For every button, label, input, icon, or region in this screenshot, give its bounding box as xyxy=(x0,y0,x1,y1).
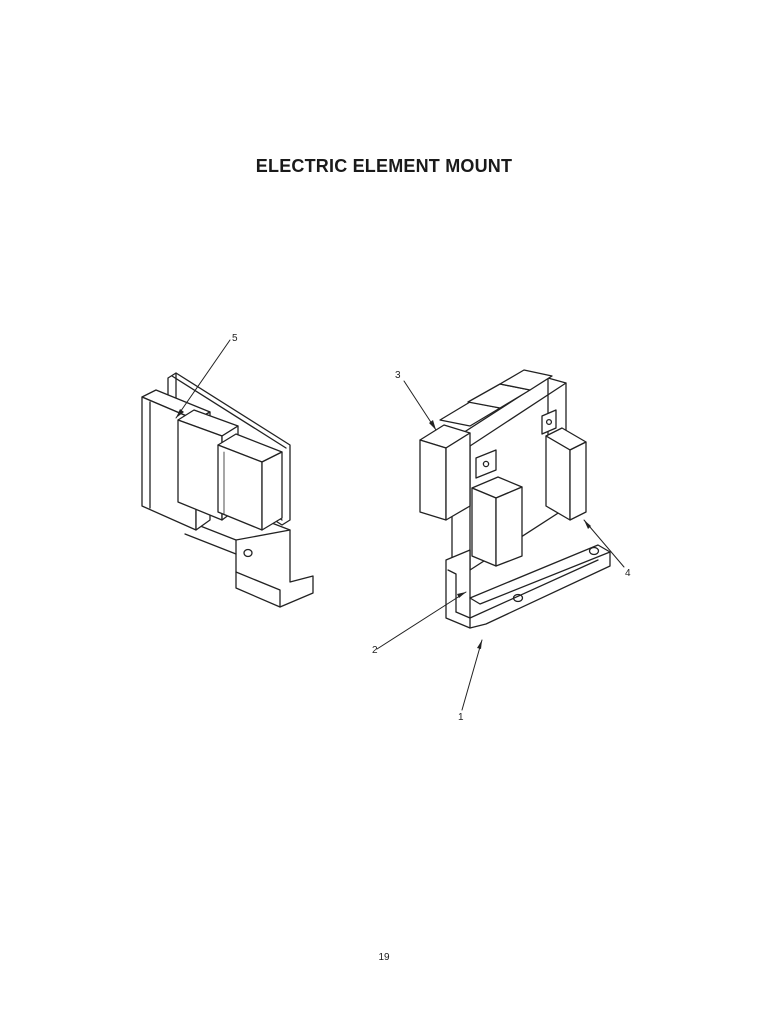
callout-3: 3 xyxy=(395,370,401,381)
left-bracket xyxy=(184,509,314,608)
left-assembly xyxy=(141,372,314,608)
left-element-block-c xyxy=(217,433,283,531)
right-assembly xyxy=(419,369,611,629)
right-element-block-2 xyxy=(471,476,523,567)
right-bracket-hole-rear xyxy=(588,546,600,556)
right-bracket xyxy=(445,544,611,629)
page-title: ELECTRIC ELEMENT MOUNT xyxy=(255,156,513,176)
right-element-block-3 xyxy=(419,424,471,521)
leader-4 xyxy=(583,519,625,568)
right-rear-elements xyxy=(439,369,553,427)
leader-5 xyxy=(175,339,231,419)
callout-5: 5 xyxy=(232,333,238,344)
callout-1: 1 xyxy=(458,712,464,723)
right-bracket-hole-front xyxy=(512,593,524,603)
left-bracket-hole xyxy=(243,548,253,558)
leader-2 xyxy=(376,591,467,650)
leader-1 xyxy=(461,639,483,711)
page-number: 19 xyxy=(378,952,390,963)
right-plate-tab-left xyxy=(475,449,497,479)
right-element-block-4 xyxy=(545,427,587,521)
callout-arrowheads xyxy=(176,409,591,649)
callout-4: 4 xyxy=(625,568,631,579)
right-plate-tab-right xyxy=(541,409,557,435)
callout-2: 2 xyxy=(372,645,378,656)
